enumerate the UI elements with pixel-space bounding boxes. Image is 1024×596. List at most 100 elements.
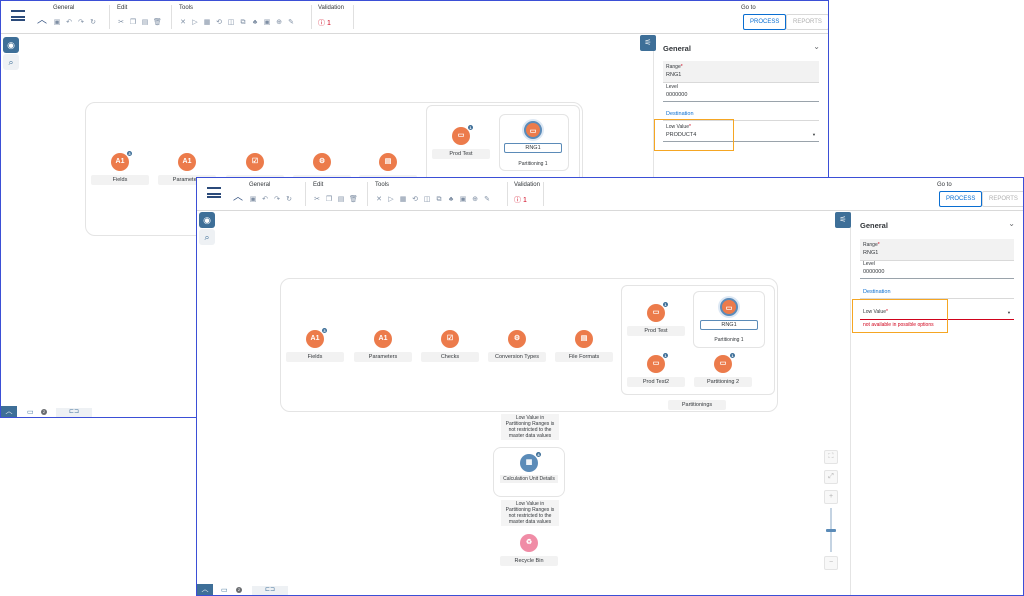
toolbar-group-tools: Tools ✕▷▦⟲◫⧉♣▣⊕✎ bbox=[179, 5, 295, 31]
node-checks[interactable]: ☑ Checks bbox=[421, 330, 479, 362]
tool-icon-9[interactable]: ⊕ bbox=[276, 19, 282, 26]
delete-icon[interactable]: 🗑 bbox=[349, 196, 358, 203]
undo-icon[interactable]: ↶ bbox=[262, 196, 268, 203]
collapse-toolbar-icon[interactable]: ︿ bbox=[233, 192, 243, 203]
copy-icon[interactable]: ❐ bbox=[325, 196, 333, 203]
tool-icon-6[interactable]: ⧉ bbox=[436, 196, 442, 203]
navigator-icon[interactable]: ◉ bbox=[3, 37, 19, 53]
copy-icon[interactable]: ❐ bbox=[129, 19, 137, 26]
search-icon[interactable]: ⌕ bbox=[3, 54, 19, 70]
highlight-box bbox=[852, 299, 948, 333]
menu-icon[interactable] bbox=[207, 187, 221, 198]
node-file-formats[interactable]: ▤ File Formats bbox=[555, 330, 613, 362]
low-value-field[interactable]: Low Value* ▼ bbox=[860, 308, 1014, 320]
chevron-up-icon[interactable]: ︿ bbox=[1, 406, 17, 417]
reports-button[interactable]: REPORTS bbox=[786, 14, 828, 30]
zoom-slider-thumb[interactable] bbox=[826, 529, 836, 532]
toolbar-group-validation: Validation ⓘ 1 bbox=[514, 182, 540, 208]
tool-icon-7[interactable]: ♣ bbox=[448, 196, 454, 203]
paste-icon[interactable]: ▤ bbox=[337, 196, 345, 203]
tool-icon-2[interactable]: ▷ bbox=[388, 196, 394, 203]
refresh-icon[interactable]: ↻ bbox=[286, 196, 292, 203]
note-low-value-2: Low Value in Partitioning Ranges is not … bbox=[501, 500, 559, 526]
node-prod-test[interactable]: ▭1 Prod Test bbox=[432, 124, 490, 159]
tool-icon-8[interactable]: ▣ bbox=[459, 196, 467, 203]
node-recycle-bin[interactable]: ♻ Recycle Bin bbox=[500, 534, 558, 566]
chevron-down-icon[interactable]: ⌄ bbox=[813, 42, 820, 51]
cut-icon[interactable]: ✂ bbox=[118, 19, 124, 26]
tool-icon-6[interactable]: ⧉ bbox=[240, 19, 246, 26]
level-field[interactable]: Level 0000000 bbox=[663, 83, 819, 102]
node-label: Parameters bbox=[158, 175, 216, 185]
node-calc-unit-details[interactable]: ▦4 Calculation Unit Details bbox=[500, 451, 558, 483]
structure-tab[interactable]: ⊏⊐ bbox=[56, 408, 92, 417]
zoom-out-icon[interactable]: − bbox=[824, 556, 838, 570]
refresh-icon[interactable]: ↻ bbox=[90, 19, 96, 26]
tool-icon-7[interactable]: ♣ bbox=[252, 19, 258, 26]
collapse-toolbar-icon[interactable]: ︿ bbox=[37, 15, 47, 26]
tool-icon-9[interactable]: ⊕ bbox=[472, 196, 478, 203]
node-label: Prod Test2 bbox=[627, 377, 685, 387]
fit-icon[interactable]: ⛶ bbox=[824, 450, 838, 464]
messages-icon[interactable]: ▭ bbox=[27, 409, 34, 416]
range-label: Range bbox=[666, 64, 681, 70]
structure-tab[interactable]: ⊏⊐ bbox=[252, 586, 288, 595]
redo-icon[interactable]: ↷ bbox=[274, 196, 280, 203]
messages-icon[interactable]: ▭ bbox=[221, 587, 228, 594]
panel-settings-icon[interactable]: ⚟ bbox=[835, 212, 851, 228]
search-icon[interactable]: ⌕ bbox=[199, 229, 215, 245]
tool-icon-5[interactable]: ◫ bbox=[227, 19, 235, 26]
node-rng1[interactable]: ▭ RNG1 bbox=[504, 121, 562, 153]
node-prod-test[interactable]: ▭1 Prod Test bbox=[627, 301, 685, 336]
tool-icon-10[interactable]: ✎ bbox=[484, 196, 490, 203]
cut-icon[interactable]: ✂ bbox=[314, 196, 320, 203]
dropdown-arrow-icon[interactable]: ▼ bbox=[1007, 310, 1011, 315]
save-icon[interactable]: ▣ bbox=[249, 196, 257, 203]
node-rng1[interactable]: ▭ RNG1 bbox=[700, 298, 758, 330]
partitioning2-icon: ▭1 bbox=[714, 352, 736, 373]
delete-icon[interactable]: 🗑 bbox=[153, 19, 162, 26]
reports-button[interactable]: REPORTS bbox=[982, 191, 1023, 207]
paste-icon[interactable]: ▤ bbox=[141, 19, 149, 26]
level-field[interactable]: Level 0000000 bbox=[860, 260, 1014, 279]
checks-icon: ☑ bbox=[246, 153, 264, 171]
tool-icon-2[interactable]: ▷ bbox=[192, 19, 198, 26]
tool-icon-3[interactable]: ▦ bbox=[203, 19, 211, 26]
chevron-up-icon[interactable]: ︿ bbox=[197, 584, 213, 595]
chevron-down-icon[interactable]: ⌄ bbox=[1008, 219, 1015, 228]
zoom-in-icon[interactable]: + bbox=[824, 490, 838, 504]
node-prod-test2[interactable]: ▭1 Prod Test2 bbox=[627, 352, 685, 387]
tool-icon-4[interactable]: ⟲ bbox=[412, 196, 418, 203]
dropdown-arrow-icon[interactable]: ▼ bbox=[812, 132, 816, 137]
node-partitioning2[interactable]: ▭1 Partitioning 2 bbox=[694, 352, 752, 387]
range-field: Range* RNG1 bbox=[663, 61, 819, 83]
node-parameters[interactable]: A1 Parameters bbox=[354, 330, 412, 362]
tool-icon-8[interactable]: ▣ bbox=[263, 19, 271, 26]
redo-icon[interactable]: ↷ bbox=[78, 19, 84, 26]
tool-icon-10[interactable]: ✎ bbox=[288, 19, 294, 26]
process-button[interactable]: PROCESS bbox=[939, 191, 983, 207]
undo-icon[interactable]: ↶ bbox=[66, 19, 72, 26]
node-conversion-types[interactable]: ⚙ Conversion Types bbox=[488, 330, 546, 362]
node-parameters[interactable]: A1 Parameters bbox=[158, 153, 216, 185]
low-value-input: PRODUCT4 bbox=[666, 132, 697, 138]
tool-icon-1[interactable]: ✕ bbox=[180, 19, 186, 26]
process-button[interactable]: PROCESS bbox=[743, 14, 787, 30]
menu-icon[interactable] bbox=[11, 10, 25, 21]
group-title-edit: Edit bbox=[117, 5, 128, 11]
bottom-bar: ︿ ▭ 2 ⊏⊐ bbox=[197, 584, 850, 595]
tool-icon-1[interactable]: ✕ bbox=[376, 196, 382, 203]
panel-settings-icon[interactable]: ⚟ bbox=[640, 35, 656, 51]
tool-icon-5[interactable]: ◫ bbox=[423, 196, 431, 203]
partitionings-label: Partitionings bbox=[668, 400, 726, 410]
low-value-label: Low Value bbox=[666, 124, 689, 130]
navigator-icon[interactable]: ◉ bbox=[199, 212, 215, 228]
tool-icon-3[interactable]: ▦ bbox=[399, 196, 407, 203]
tool-icon-4[interactable]: ⟲ bbox=[216, 19, 222, 26]
low-value-field[interactable]: Low Value* PRODUCT4 ▼ bbox=[663, 123, 819, 142]
expand-icon[interactable]: ⤢ bbox=[824, 470, 838, 484]
save-icon[interactable]: ▣ bbox=[53, 19, 61, 26]
